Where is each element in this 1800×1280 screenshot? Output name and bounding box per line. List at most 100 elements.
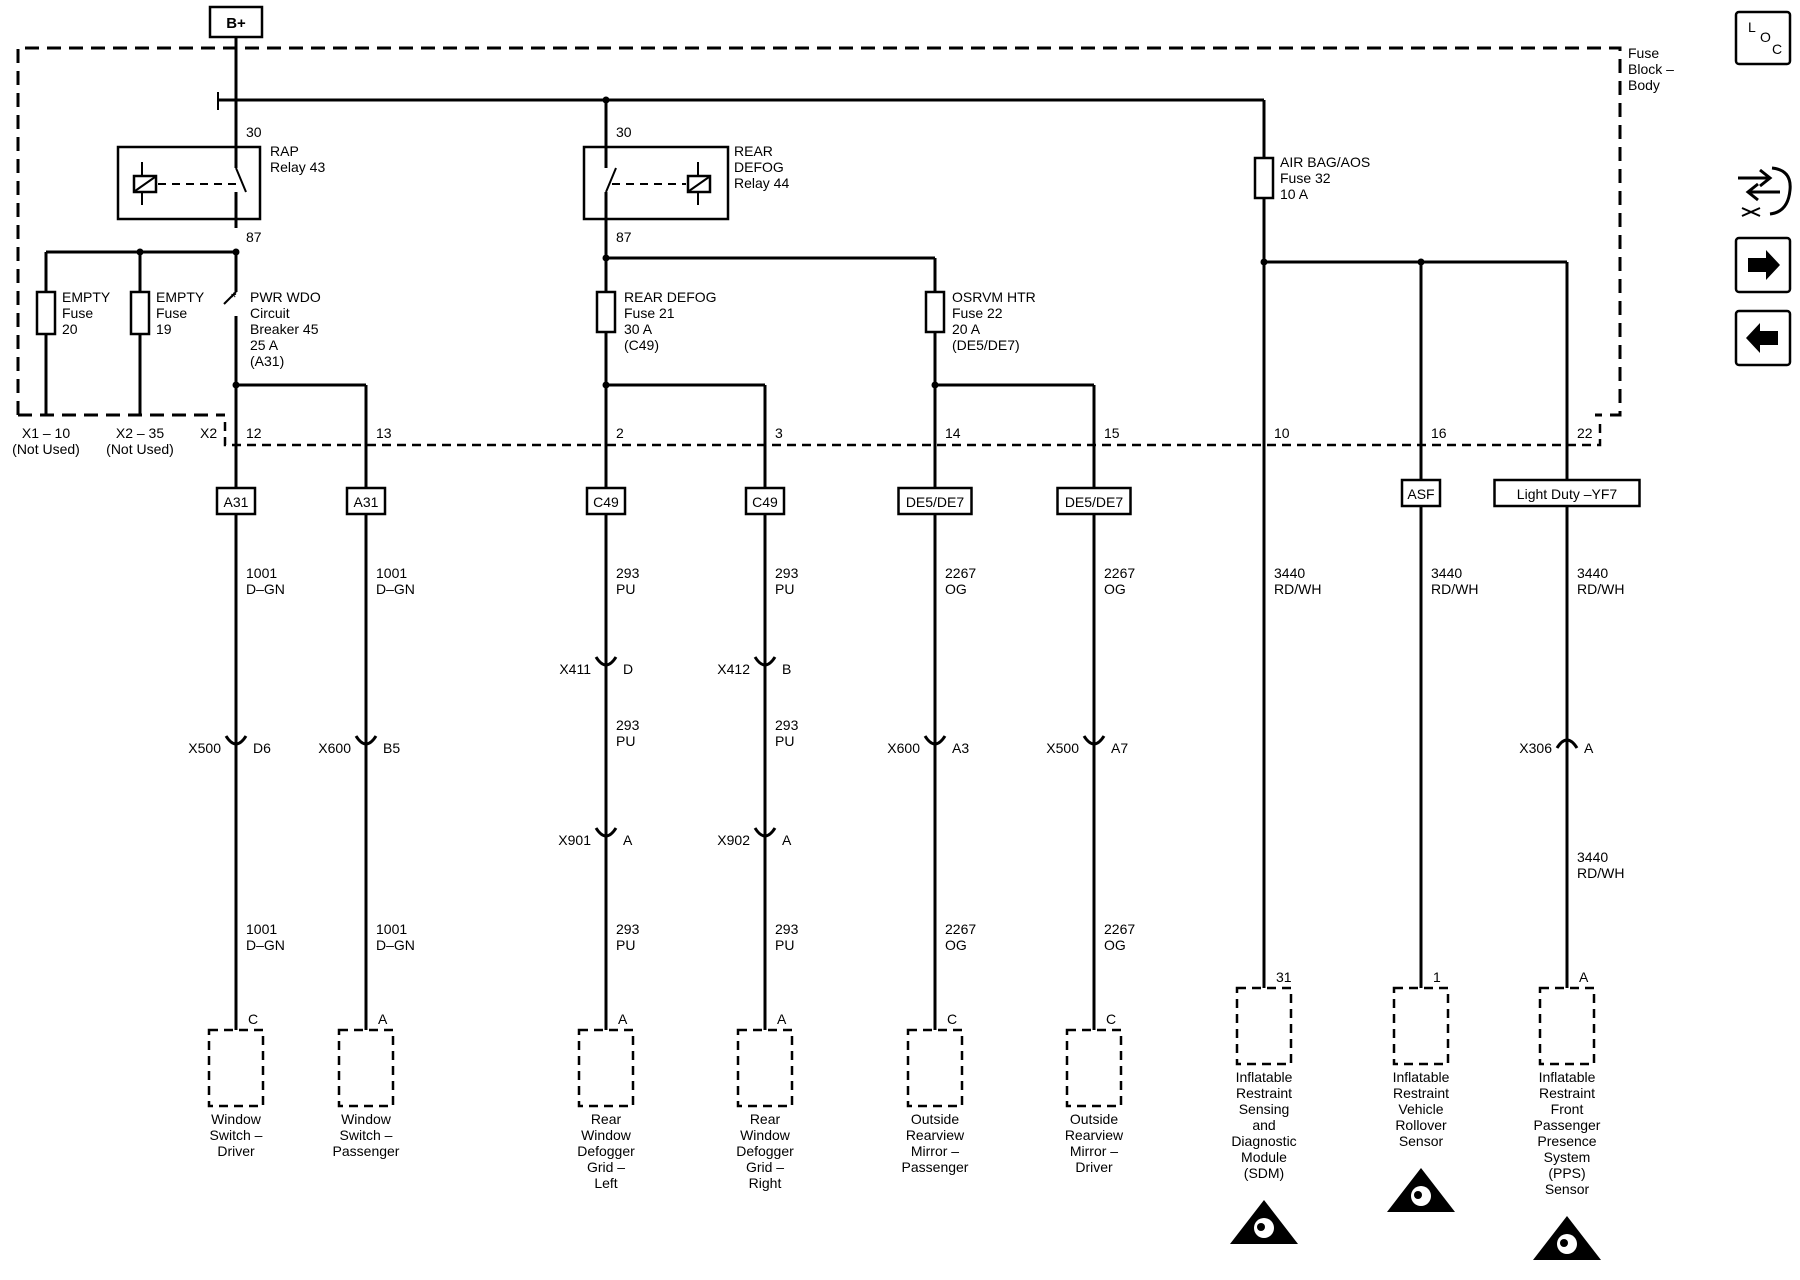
column-1-inline-1-symbol (224, 735, 248, 746)
column-4-x2-pin: 3 (775, 425, 783, 441)
column-8-component-name-3: Vehicle (1398, 1101, 1443, 1117)
column-6-wire-number-3: 2267 (1104, 921, 1135, 937)
x2-35-label: X2 – 35 (116, 425, 164, 441)
column-7-component-name-4: and (1252, 1117, 1275, 1133)
column-9-inline-1-pin-label: A (1584, 740, 1594, 756)
fuse20-label-3: 20 (62, 321, 78, 337)
fuse32-label-3: 10 A (1280, 186, 1309, 202)
fuse-block-label-1: Fuse (1628, 45, 1659, 61)
column-7-wire-number: 3440 (1274, 565, 1305, 581)
breaker45-label-5: (A31) (250, 353, 284, 369)
osrvm-htr-fuse-22 (924, 290, 946, 334)
column-2-option-box (345, 486, 387, 516)
back-arrow-icon[interactable] (1734, 309, 1792, 367)
loc-button[interactable]: L O C (1734, 10, 1792, 66)
column-6-component-name-1: Outside (1070, 1111, 1118, 1127)
column-3-wire-number-3: 293 (616, 921, 640, 937)
column-5-x2-pin: 14 (945, 425, 961, 441)
column-3-inline-1-symbol (594, 656, 618, 667)
column-3-component-name-2: Window (581, 1127, 632, 1143)
column-9-airbag-warning-icon-figure (1560, 1239, 1568, 1247)
fuse22-label-3: 20 A (952, 321, 981, 337)
column-5-component-name-3: Mirror – (911, 1143, 959, 1159)
column-1-x2-pin: 12 (246, 425, 262, 441)
breaker45-label-4: 25 A (250, 337, 279, 353)
column-1-component-name-1: Window (211, 1111, 262, 1127)
column-2-inline-1-pin-label: B5 (383, 740, 400, 756)
column-2-component-name-1: Window (341, 1111, 392, 1127)
forward-arrow-icon[interactable] (1734, 236, 1792, 294)
column-3-component-name-3: Defogger (577, 1143, 635, 1159)
column-4-inline-1-pin-label: B (782, 661, 791, 677)
relay44-name-1: REAR (734, 143, 773, 159)
column-8-x2-pin: 16 (1431, 425, 1447, 441)
column-1-option-label: A31 (224, 494, 249, 510)
column-7-airbag-warning-icon-figure (1257, 1223, 1265, 1231)
column-2-wire-number: 1001 (376, 565, 407, 581)
column-9-inline-1-connector-label: X306 (1519, 740, 1552, 756)
column-3-component-box (577, 1028, 635, 1108)
column-9-inline-1-symbol (1555, 738, 1579, 749)
fuse19-label-1: EMPTY (156, 289, 205, 305)
connector-navigation-icon[interactable] (1738, 166, 1792, 217)
column-3-option-box (585, 486, 627, 516)
column-6-x2-pin: 15 (1104, 425, 1120, 441)
column-2-inline-1-connector-label: X600 (318, 740, 351, 756)
column-7-component-pin: 31 (1276, 969, 1292, 985)
column-2-component-box (337, 1028, 395, 1108)
column-4-inline-2-symbol (753, 827, 777, 838)
loc-letter-l: L (1748, 19, 1756, 35)
relay44-pin87: 87 (616, 229, 632, 245)
airbag-aos-fuse-32 (1253, 156, 1275, 200)
fuse20-label-1: EMPTY (62, 289, 111, 305)
column-7-wire-color: RD/WH (1274, 581, 1321, 597)
column-5-option-box (897, 486, 973, 516)
loc-letter-o: O (1760, 29, 1771, 45)
column-9-component-box (1538, 986, 1596, 1066)
battery-supply-label: B+ (226, 15, 246, 32)
column-6-component-box (1065, 1028, 1123, 1108)
column-9-component-name-7: (PPS) (1548, 1165, 1585, 1181)
column-8-component-pin: 1 (1433, 969, 1441, 985)
column-6-inline-1-connector-label: X500 (1046, 740, 1079, 756)
fuse21-label-4: (C49) (624, 337, 659, 353)
fuse19-label-2: Fuse (156, 305, 187, 321)
column-3-wire-number-2: 293 (616, 717, 640, 733)
column-1-component-pin: C (248, 1011, 258, 1027)
fuse-block-label-2: Block – (1628, 61, 1674, 77)
column-4-component-box (736, 1028, 794, 1108)
column-8-option-box (1400, 478, 1442, 508)
column-3-inline-1-connector-label: X411 (559, 661, 591, 677)
column-6-wire-number: 2267 (1104, 565, 1135, 581)
column-3-component-name-5: Left (594, 1175, 617, 1191)
column-2-wire-color: D–GN (376, 581, 415, 597)
column-1-inline-1-connector-label: X500 (188, 740, 221, 756)
column-3-component-pin: A (618, 1011, 628, 1027)
column-2-option-label: A31 (354, 494, 379, 510)
column-6-option-box (1056, 486, 1132, 516)
relay44-name-2: DEFOG (734, 159, 784, 175)
column-8-wire-color: RD/WH (1431, 581, 1478, 597)
column-7-component-name-3: Sensing (1239, 1101, 1290, 1117)
breaker45-label-3: Breaker 45 (250, 321, 319, 337)
column-7-component-name-6: Module (1241, 1149, 1287, 1165)
column-4-component-name-2: Window (740, 1127, 791, 1143)
column-4-component-name-4: Grid – (746, 1159, 784, 1175)
fuse22-label-2: Fuse 22 (952, 305, 1003, 321)
column-1-wire-number: 1001 (246, 565, 277, 581)
column-6-component-name-3: Mirror – (1070, 1143, 1118, 1159)
column-7-x2-pin: 10 (1274, 425, 1290, 441)
column-6-option-label: DE5/DE7 (1065, 494, 1124, 510)
x2-label: X2 (200, 425, 217, 441)
column-2-x2-pin: 13 (376, 425, 392, 441)
fuse21-label-1: REAR DEFOG (624, 289, 717, 305)
x1-not-used: (Not Used) (12, 441, 80, 457)
column-5-component-name-1: Outside (911, 1111, 959, 1127)
relay43-name-1: RAP (270, 143, 299, 159)
column-7-component-name-1: Inflatable (1236, 1069, 1293, 1085)
fuse21-label-3: 30 A (624, 321, 653, 337)
column-4-wire-number: 293 (775, 565, 799, 581)
column-5-option-label: DE5/DE7 (906, 494, 965, 510)
fuse-block-label-3: Body (1628, 77, 1660, 93)
column-9-option-label: Light Duty –YF7 (1517, 486, 1618, 502)
